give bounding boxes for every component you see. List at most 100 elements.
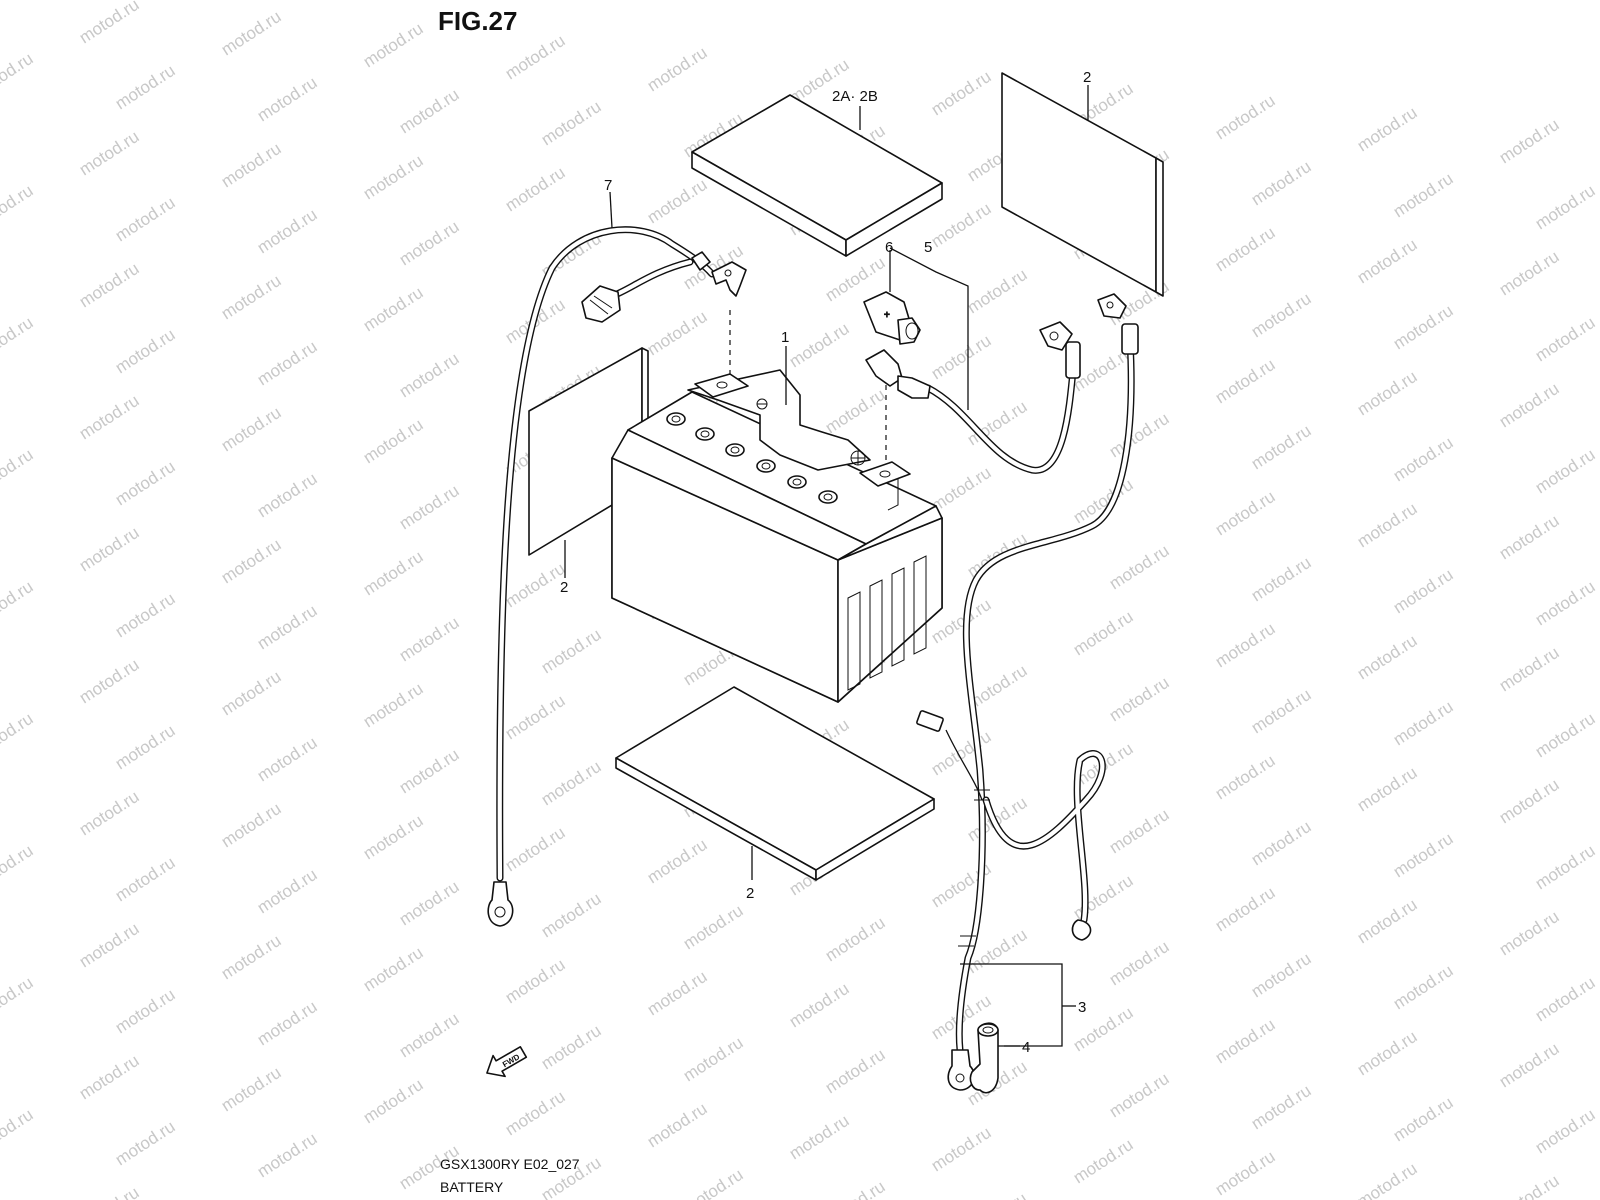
battery-top-pad[interactable]: [691, 94, 943, 257]
watermark-text: motod.ru: [112, 193, 179, 245]
watermark-text: motod.ru: [360, 679, 427, 731]
watermark-text: motod.ru: [1212, 619, 1279, 671]
watermark-text: motod.ru: [1248, 949, 1315, 1001]
watermark-text: motod.ru: [0, 313, 36, 365]
watermark-text: motod.ru: [964, 793, 1031, 845]
battery-side-pad-right[interactable]: [1001, 72, 1164, 297]
watermark-text: motod.ru: [1248, 685, 1315, 737]
watermark-text: motod.ru: [360, 1075, 427, 1127]
watermark-text: motod.ru: [396, 745, 463, 797]
watermark-text: motod.ru: [538, 889, 605, 941]
watermark-text: motod.ru: [76, 1183, 143, 1200]
positive-cable[interactable]: [865, 321, 1081, 474]
terminal-boot[interactable]: [969, 1022, 999, 1094]
watermark-text: motod.ru: [1496, 247, 1563, 299]
watermark-text: motod.ru: [928, 199, 995, 251]
watermark-text: motod.ru: [112, 589, 179, 641]
watermark-text: motod.ru: [1212, 1015, 1279, 1067]
watermark-text: motod.ru: [396, 1009, 463, 1061]
watermark-text: motod.ru: [1212, 1147, 1279, 1199]
watermark-text: motod.ru: [112, 457, 179, 509]
watermark-text: motod.ru: [928, 463, 995, 515]
svg-text:+: +: [884, 310, 890, 321]
callout-6: 6: [885, 239, 893, 256]
watermark-text: motod.ru: [644, 307, 711, 359]
watermark-text: motod.ru: [538, 97, 605, 149]
watermark-text: motod.ru: [1106, 409, 1173, 461]
watermark-text: motod.ru: [822, 385, 889, 437]
watermark-text: motod.ru: [1496, 1039, 1563, 1091]
watermark-text: motod.ru: [396, 481, 463, 533]
watermark-text: motod.ru: [1212, 751, 1279, 803]
watermark-text: motod.ru: [254, 865, 321, 917]
watermark-text: motod.ru: [396, 877, 463, 929]
watermark-text: motod.ru: [1390, 697, 1457, 749]
watermark-text: motod.ru: [502, 1087, 569, 1139]
watermark-text: motod.ru: [360, 547, 427, 599]
watermark-text: motod.ru: [76, 655, 143, 707]
watermark-text: motod.ru: [680, 901, 747, 953]
watermark-text: motod.ru: [254, 1129, 321, 1181]
watermark-text: motod.ru: [396, 217, 463, 269]
watermark-text: motod.ru: [1354, 763, 1421, 815]
watermark-text: motod.ru: [218, 931, 285, 983]
watermark-text: motod.ru: [254, 469, 321, 521]
watermark-text: motod.ru: [218, 799, 285, 851]
watermark-text: motod.ru: [1070, 1135, 1137, 1187]
watermark-text: motod.ru: [360, 943, 427, 995]
watermark-text: motod.ru: [1390, 1093, 1457, 1145]
watermark-text: motod.ru: [0, 49, 36, 101]
watermark-text: motod.ru: [218, 667, 285, 719]
callout-2a2b: 2A· 2B: [832, 88, 878, 105]
watermark-text: motod.ru: [396, 613, 463, 665]
watermark-text: motod.ru: [1106, 805, 1173, 857]
watermark-text: motod.ru: [0, 445, 36, 497]
watermark-text: motod.ru: [76, 1051, 143, 1103]
watermark-text: motod.ru: [254, 205, 321, 257]
watermark-text: motod.ru: [1212, 355, 1279, 407]
battery[interactable]: [611, 369, 943, 703]
battery-terminal-positive: [859, 461, 911, 511]
watermark-text: motod.ru: [928, 1123, 995, 1175]
callout-2-top-right: 2: [1083, 69, 1091, 86]
watermark-text: motod.ru: [1532, 841, 1599, 893]
watermark-text: motod.ru: [360, 19, 427, 71]
watermark-text: motod.ru: [360, 283, 427, 335]
watermark-text: motod.ru: [538, 1021, 605, 1073]
watermark-text: motod.ru: [1496, 907, 1563, 959]
callout-2-left: 2: [560, 579, 568, 596]
watermark-text: motod.ru: [786, 319, 853, 371]
watermark-text: motod.ru: [1354, 103, 1421, 155]
watermark-text: motod.ru: [254, 337, 321, 389]
watermark-text: motod.ru: [1532, 1105, 1599, 1157]
watermark-text: motod.ru: [1106, 937, 1173, 989]
watermark-text: motod.ru: [1390, 169, 1457, 221]
watermark-text: motod.ru: [0, 709, 36, 761]
watermark-text: motod.ru: [644, 835, 711, 887]
watermark-text: motod.ru: [822, 1045, 889, 1097]
watermark-text: motod.ru: [928, 67, 995, 119]
watermark-text: motod.ru: [1106, 673, 1173, 725]
watermark-text: motod.ru: [1390, 829, 1457, 881]
watermark-text: motod.ru: [0, 973, 36, 1025]
negative-cable[interactable]: [487, 226, 747, 927]
watermark-text: motod.ru: [1212, 91, 1279, 143]
watermark-text: motod.ru: [76, 259, 143, 311]
watermark-text: motod.ru: [218, 139, 285, 191]
wiring-harness[interactable]: [916, 293, 1139, 1091]
watermark-text: motod.ru: [644, 175, 711, 227]
watermark-text: motod.ru: [396, 349, 463, 401]
watermark-text: motod.ru: [0, 1105, 36, 1157]
watermark-text: motod.ru: [644, 1099, 711, 1151]
watermark-text: motod.ru: [1354, 1159, 1421, 1200]
watermark-text: motod.ru: [1532, 313, 1599, 365]
watermark-text: motod.ru: [1212, 883, 1279, 935]
watermark-text: motod.ru: [1354, 367, 1421, 419]
watermark-text: motod.ru: [786, 979, 853, 1031]
battery-bottom-pad[interactable]: [615, 686, 935, 881]
watermark-text: motod.ru: [928, 727, 995, 779]
terminal-cover[interactable]: +: [863, 291, 921, 345]
battery-cell-ribs: [847, 555, 927, 691]
watermark-text: motod.ru: [76, 523, 143, 575]
